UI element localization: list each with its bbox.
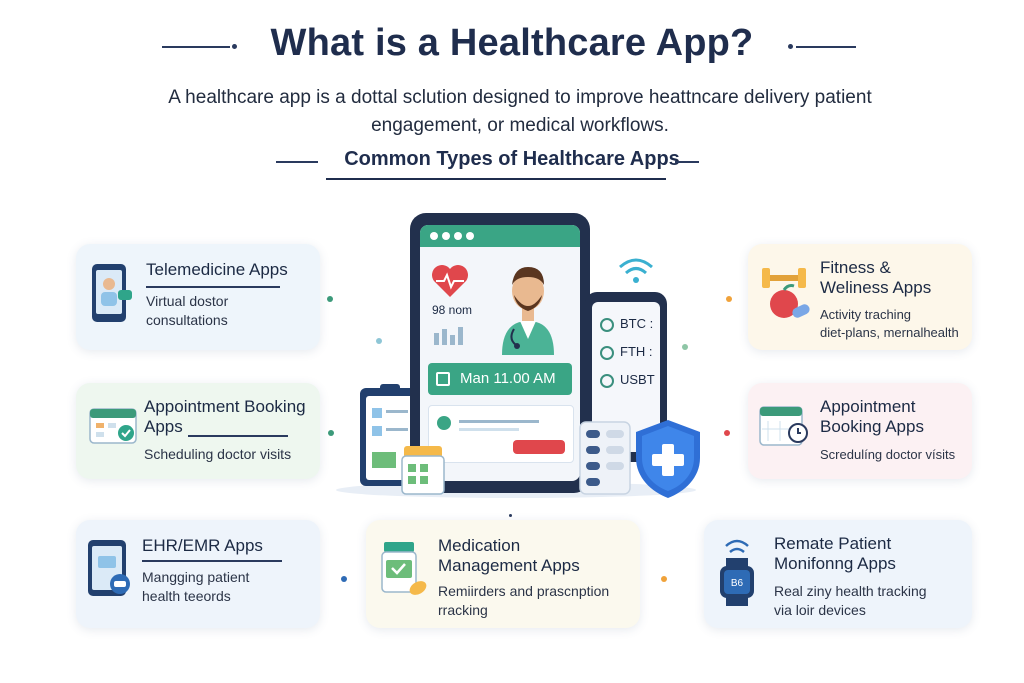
card-medication-desc-2: rracking (438, 602, 488, 618)
card-medication-title: Medication Management Apps (438, 536, 580, 576)
card-ehr-desc: Mangging patient health teeords (142, 568, 249, 606)
connector-dot (327, 296, 333, 302)
tablet-doctor-icon (92, 264, 132, 322)
crypto-row: FTH : (600, 344, 653, 360)
card-fitness-desc-2: diet-plans, mernalhealth (820, 325, 959, 340)
card-fitness-desc: Activity traching diet-plans, mernalheal… (820, 306, 959, 342)
tablet-header-bar (420, 225, 580, 247)
red-action-button (513, 440, 565, 454)
card-telemedicine-desc-2: consultations (146, 312, 228, 328)
crypto-label-btc: BTC : (620, 316, 654, 331)
section-title: Common Types of Healthcare Apps (344, 148, 680, 170)
title-dot-right (788, 44, 793, 49)
pill-jar-icon (401, 446, 445, 495)
card-appointment-right-title: Appointment Booking Apps (820, 397, 924, 437)
watch-value: B6 (731, 578, 744, 589)
card-remote-monitoring: B6 Remate Patient Monifonng Apps Real zi… (704, 520, 972, 628)
card-telemedicine-title: Telemedicine Apps (146, 260, 288, 279)
card-appointment-left-title-1: Appointment Booking (144, 397, 306, 416)
heart-rate-value: 98 nom (432, 303, 473, 317)
card-remote-desc-2: via loir devices (774, 602, 866, 618)
calendar-clock-icon (759, 406, 808, 446)
card-appointment-left-title: Appointment Booking Apps (144, 397, 306, 437)
subtitle-line-1: A healthcare app is a dottal sclution de… (168, 87, 872, 108)
crypto-label-fth: FTH : (620, 344, 653, 359)
info-icon (437, 416, 451, 430)
section-rule-right (675, 161, 699, 163)
card-appointment-left-title-2: Apps (144, 417, 183, 436)
page-title: What is a Healthcare App? (270, 22, 754, 64)
connector-dot (509, 514, 512, 517)
doctor-avatar (502, 267, 554, 355)
connector-dot (328, 430, 334, 436)
card-fitness-title-2: Weliness Apps (820, 278, 932, 297)
card-medication: Medication Management Apps Remiirders an… (366, 520, 640, 628)
smartwatch-icon: B6 (720, 539, 754, 606)
connector-dot (726, 296, 732, 302)
card-ehr-desc-2: health teeords (142, 588, 231, 604)
calendar-check-icon (89, 408, 137, 444)
bar-mini-chart-icon (434, 327, 463, 345)
card-appointment-right-title-1: Appointment (820, 397, 916, 416)
card-fitness: Fitness & Weliness Apps Activity trachin… (748, 244, 972, 350)
section-underline (326, 178, 666, 180)
card-remote-title: Remate Patient Monifonng Apps (774, 534, 896, 574)
card-remote-desc: Real ziny health tracking via loir devic… (774, 582, 927, 620)
main-tablet: 98 nom Man 11.00 AM (410, 213, 590, 493)
subtitle: A healthcare app is a dottal sclution de… (120, 84, 920, 140)
card-remote-desc-1: Real ziny health tracking (774, 583, 927, 599)
card-ehr-desc-1: Mangging patient (142, 569, 250, 585)
pill-organizer-icon (579, 421, 631, 495)
card-fitness-title-1: Fitness & (820, 258, 891, 277)
subtitle-line-2: engagement, or medical workflows. (371, 115, 669, 136)
shield-cross-icon (636, 420, 700, 498)
card-appointment-right: Appointment Booking Apps Scredulíng doct… (748, 383, 972, 479)
calendar-small-icon (436, 372, 450, 386)
connector-dot (341, 576, 347, 582)
card-medication-title-2: Management Apps (438, 556, 580, 575)
card-ehr: EHR/EMR Apps Mangging patient health tee… (76, 520, 320, 628)
card-appointment-left: Appointment Booking Apps Scheduling doct… (76, 383, 320, 479)
card-appointment-right-desc: Scredulíng doctor vísits (820, 447, 956, 462)
card-fitness-desc-1: Activity traching (820, 307, 912, 322)
title-row: What is a Healthcare App? (0, 22, 1024, 72)
pill-bottle-icon (381, 542, 427, 595)
card-telemedicine: Telemedicine Apps Virtual dostor consult… (76, 244, 320, 350)
title-rule-right (796, 46, 856, 48)
heart-rate-icon (432, 265, 468, 297)
dumbbell-apple-icon (762, 268, 810, 318)
card-appointment-left-rule (188, 435, 288, 437)
wifi-icon (619, 258, 653, 283)
card-ehr-rule (142, 560, 282, 562)
card-remote-title-1: Remate Patient (774, 534, 892, 553)
card-medication-title-1: Medication (438, 536, 521, 555)
section-header: Common Types of Healthcare Apps (0, 148, 1024, 182)
appointment-banner: Man 11.00 AM (428, 363, 572, 395)
connector-dot (724, 430, 730, 436)
tablet-info-panel (428, 405, 574, 463)
crypto-label-usbt: USBT (620, 372, 655, 387)
appointment-time: Man 11.00 AM (460, 370, 556, 387)
title-rule-left (162, 46, 230, 48)
card-fitness-title: Fitness & Weliness Apps (820, 258, 931, 298)
card-telemedicine-desc: Virtual dostor consultations (146, 292, 228, 330)
card-ehr-title: EHR/EMR Apps (142, 536, 263, 555)
card-remote-title-2: Monifonng Apps (774, 554, 896, 573)
card-appointment-right-title-2: Booking Apps (820, 417, 924, 436)
connector-dot (682, 344, 688, 350)
crypto-row: USBT (600, 372, 655, 388)
card-appointment-left-desc: Scheduling doctor visits (144, 446, 292, 462)
card-telemedicine-desc-1: Virtual dostor (146, 293, 229, 309)
connector-dot (376, 338, 382, 344)
card-medication-desc-1: Remiirders and prascnption (438, 583, 610, 599)
connector-dot (661, 576, 667, 582)
ehr-tablet-icon (88, 540, 130, 596)
title-dot-left (232, 44, 237, 49)
card-medication-desc: Remiirders and prascnption rracking (438, 582, 609, 620)
crypto-row: BTC : (600, 316, 653, 332)
tablet-screen: 98 nom Man 11.00 AM (420, 225, 580, 481)
card-telemedicine-rule (146, 286, 280, 288)
section-rule-left (276, 161, 318, 163)
